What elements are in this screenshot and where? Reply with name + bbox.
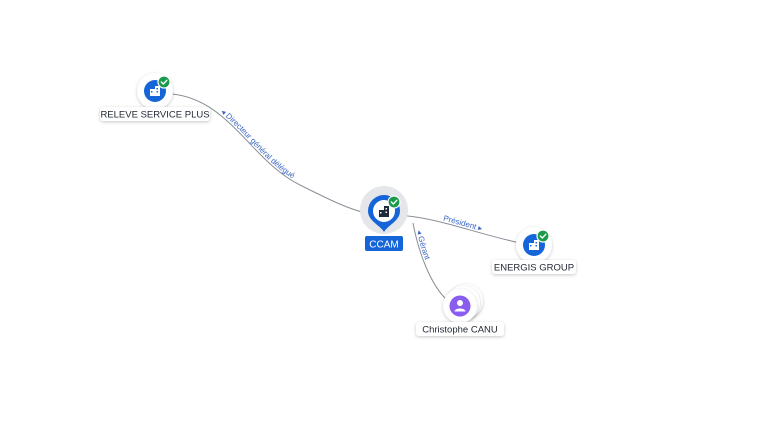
- building-icon: [529, 240, 539, 250]
- node-label: RELEVE SERVICE PLUS: [100, 110, 209, 121]
- arrow-icon: ▸: [475, 223, 483, 233]
- edge-canu-to-ccam: ◂ Gérant: [412, 222, 449, 302]
- verified-badge-icon: [387, 195, 401, 209]
- person-icon: [454, 300, 466, 312]
- center-node-label: CCAM: [369, 240, 398, 251]
- node-label: Christophe CANU: [422, 325, 498, 336]
- node-releve-service-plus[interactable]: RELEVE SERVICE PLUS: [100, 73, 210, 121]
- edge-label-gerant: ◂ Gérant: [415, 229, 433, 262]
- arrow-icon: ◂: [415, 229, 425, 237]
- edge-label-directeur-general-delegue: ◂ Directeur général délégué: [219, 107, 297, 181]
- arrow-icon: ◂: [219, 107, 230, 118]
- building-icon: [379, 206, 389, 217]
- node-energis-group[interactable]: ENERGIS GROUP: [492, 227, 576, 274]
- verified-badge-icon: [157, 75, 171, 89]
- edge-label-president: Président ▸: [442, 214, 483, 233]
- node-christophe-canu[interactable]: Christophe CANU: [416, 284, 504, 336]
- verified-badge-icon: [536, 229, 550, 243]
- node-ccam-center[interactable]: CCAM: [360, 186, 408, 251]
- building-icon: [150, 86, 160, 96]
- node-label: ENERGIS GROUP: [494, 263, 574, 274]
